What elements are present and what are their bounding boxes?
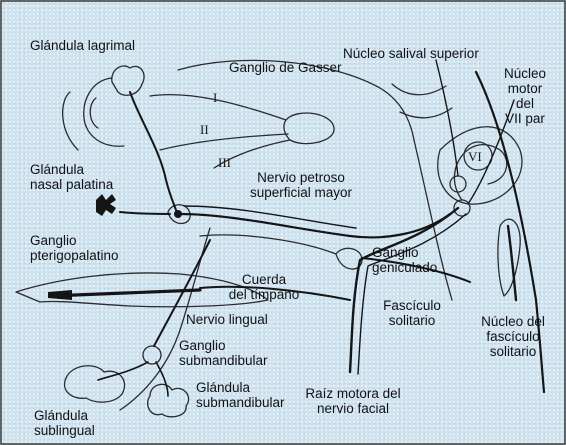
maxillary-division (160, 134, 288, 150)
label-raiz-line-1: Raíz motora del (288, 386, 418, 401)
label-roman-iii: III (218, 155, 231, 170)
label-cuerda-line-2: del tímpano (216, 287, 312, 302)
salivatory-nucleus (450, 176, 466, 192)
pterygopalatine-dot (174, 210, 182, 218)
label-ganglio-gasser: Ganglio de Gasser (229, 60, 342, 75)
eye-orbit (63, 92, 78, 150)
label-fasciculo-solitario: Fascículo solitario (372, 298, 452, 328)
label-raiz-line-2: nervio facial (288, 401, 418, 416)
temporal-outline-2 (400, 108, 452, 118)
label-ganglio-pterigopalatino: Ganglio pterigopalatino (30, 233, 119, 263)
label-fasciculo-line-2: solitario (372, 313, 452, 328)
label-sublingual-line-2: sublingual (34, 423, 95, 438)
label-geniculado-line-1: Ganglio (372, 245, 437, 260)
label-roman-ii: II (200, 122, 209, 137)
label-nucleo-fasc-line-2: fascículo (470, 329, 556, 344)
label-geniculado-line-2: geniculado (372, 260, 437, 275)
label-submand-ganglio-line-2: submandibular (179, 353, 268, 368)
temporal-outline (392, 84, 446, 95)
label-glandula-sublingual: Glándula sublingual (34, 408, 95, 438)
label-roman-vi: VI (468, 149, 482, 164)
tongue-nerve (50, 290, 200, 296)
label-glandula-lagrimal: Glándula lagrimal (30, 38, 135, 53)
petrosal-nerve (180, 214, 450, 237)
label-nasal-palatina-line-1: Glándula (30, 162, 113, 177)
label-cuerda-timpano: Cuerda del tímpano (216, 272, 312, 302)
label-ganglio-geniculado: Ganglio geniculado (372, 245, 437, 275)
label-glandula-submandibular: Glándula submandibular (196, 380, 285, 410)
label-nucleo-motor: Núcleo motor del VII par (494, 66, 556, 126)
brainstem-outline (414, 140, 452, 300)
eye-cornea (90, 98, 98, 128)
submandibular-ganglion (143, 346, 161, 364)
label-petroso-line-2: superficial mayor (236, 185, 366, 200)
label-submand-glandula-line-2: submandibular (196, 395, 285, 410)
nasal-branch (120, 212, 170, 214)
label-roman-i: I (213, 90, 217, 105)
label-ganglio-submandibular: Ganglio submandibular (179, 338, 268, 368)
label-cuerda-line-1: Cuerda (216, 272, 312, 287)
nasal-gland-squiggle (96, 194, 116, 216)
label-nervio-petroso: Nervio petroso superficial mayor (236, 170, 366, 200)
label-nucleo-salival: Núcleo salival superior (343, 46, 479, 61)
label-nucleo-motor-line-4: VII par (494, 111, 556, 126)
label-petroso-line-1: Nervio petroso (236, 170, 366, 185)
label-raiz-motora: Raíz motora del nervio facial (288, 386, 418, 416)
label-fasciculo-line-1: Fascículo (372, 298, 452, 313)
petrosal-nerve-upper (184, 206, 356, 228)
label-nasal-palatina-line-2: nasal palatina (30, 177, 113, 192)
label-nucleo-fasciculo-solitario: Núcleo del fascículo solitario (470, 314, 556, 359)
label-nucleo-motor-line-2: motor (494, 81, 556, 96)
lacrimal-nerve (130, 92, 176, 210)
label-nucleo-fasc-line-3: solitario (470, 344, 556, 359)
gasser-ganglion (284, 113, 334, 144)
label-nucleo-fasc-line-1: Núcleo del (470, 314, 556, 329)
label-glandula-nasal-palatina: Glándula nasal palatina (30, 162, 113, 192)
ophthalmic-division (150, 95, 286, 120)
label-submand-glandula-line-1: Glándula (196, 380, 285, 395)
lacrimal-gland (112, 66, 144, 95)
salivatory-line (436, 60, 458, 176)
tongue-arrow (48, 290, 72, 300)
submandibular-gland (148, 384, 189, 416)
label-pterigo-line-1: Ganglio (30, 233, 119, 248)
label-submand-ganglio-line-1: Ganglio (179, 338, 268, 353)
label-pterigo-line-2: pterigopalatino (30, 248, 119, 263)
label-sublingual-line-1: Glándula (34, 408, 95, 423)
label-nervio-lingual: Nervio lingual (186, 312, 268, 327)
maxilla-line (200, 235, 336, 254)
label-nucleo-motor-line-1: Núcleo (494, 66, 556, 81)
sublingual-gland (65, 366, 125, 402)
label-nucleo-motor-line-3: del (494, 96, 556, 111)
